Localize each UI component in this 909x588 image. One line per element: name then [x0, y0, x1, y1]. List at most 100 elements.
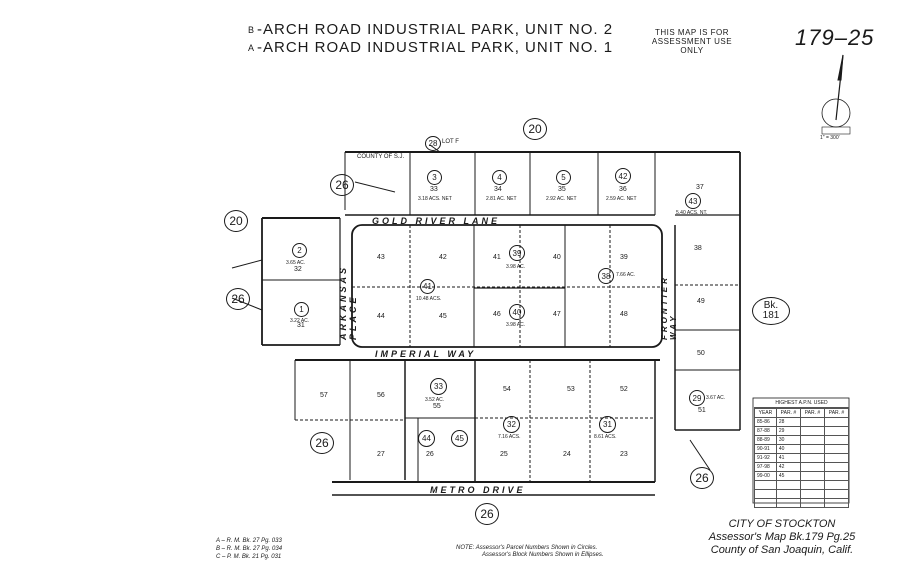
assessment-note-line2: ASSESSMENT USE ONLY — [651, 37, 733, 55]
apn-50: 50 — [697, 350, 705, 357]
block-circle-bottom-right: 26 — [690, 467, 714, 489]
cell — [799, 498, 825, 508]
cell — [823, 435, 850, 445]
apn-54: 54 — [503, 386, 511, 393]
apn-48: 48 — [620, 311, 628, 318]
cell — [754, 498, 777, 508]
street-metro-drive: METRO DRIVE — [430, 485, 526, 495]
parcel-circle-39: 39 — [509, 245, 525, 261]
apn-table-title: HIGHEST A.P.N. USED — [754, 399, 849, 408]
note-line2: Assessor's Block Numbers Shown in Ellips… — [482, 552, 604, 558]
parcel-3-area: 3.18 ACS. NET — [418, 196, 452, 202]
cell: 88-89 — [754, 435, 777, 445]
county-label: COUNTY OF S.J. — [357, 154, 405, 160]
apn-52: 52 — [620, 386, 628, 393]
title-a-text: -ARCH ROAD INDUSTRIAL PARK, UNIT NO. 1 — [257, 39, 614, 56]
parcel-43-apn: 37 — [696, 184, 704, 191]
parcel-29-area: 3.67 AC. — [706, 395, 726, 401]
block-circle-top: 20 — [523, 118, 547, 140]
map-note: NOTE: Assessor's Parcel Numbers Shown in… — [456, 545, 604, 559]
cell: 91-92 — [754, 453, 777, 463]
parcel-40-area: 3.98 AC. — [506, 322, 526, 328]
apn-col-year: YEAR — [754, 408, 777, 418]
cell — [799, 471, 825, 481]
subdivision-title-a: A-ARCH ROAD INDUSTRIAL PARK, UNIT NO. 1 — [248, 39, 613, 56]
cell: 45 — [775, 471, 801, 481]
parcel-38-area: 7.66 AC. — [616, 272, 636, 278]
reference-b: B – R. M. Bk. 27 Pg. 034 — [216, 546, 283, 552]
cell: 90-91 — [754, 444, 777, 454]
cell — [823, 480, 850, 490]
assessor-map-ref: Assessor's Map Bk.179 Pg.25 — [708, 531, 856, 543]
title-b-prefix: B — [248, 25, 256, 36]
cell — [799, 462, 825, 472]
street-arkansas-place: ARKANSAS PLACE — [338, 264, 358, 340]
cell: 87-88 — [754, 426, 777, 436]
title-a-prefix: A — [248, 43, 256, 54]
cell — [799, 417, 825, 427]
parcel-5-area: 2.92 AC. NET — [546, 196, 577, 202]
cell: 42 — [775, 462, 801, 472]
cell — [775, 480, 801, 490]
parcel-4-apn: 34 — [494, 186, 502, 193]
apn-39: 39 — [620, 254, 628, 261]
cell — [823, 489, 850, 499]
county-name: County of San Joaquin, Calif. — [710, 544, 854, 556]
apn-38: 38 — [694, 245, 702, 252]
cell — [799, 426, 825, 436]
street-imperial-way: IMPERIAL WAY — [375, 349, 477, 359]
map-title-block: CITY OF STOCKTON Assessor's Map Bk.179 P… — [682, 518, 882, 557]
apn-col-par1: PAR. # — [775, 408, 801, 418]
note-line1: NOTE: Assessor's Parcel Numbers Shown in… — [456, 545, 598, 551]
parcel-2-apn: 32 — [294, 266, 302, 273]
parcel-1-apn: 31 — [297, 322, 305, 329]
cell: 85-86 — [754, 417, 777, 427]
block-circle-upper-left: 26 — [330, 174, 354, 196]
parcel-42-apn: 36 — [619, 186, 627, 193]
parcel-circle-32: 32 — [503, 416, 520, 433]
parcel-circle-3: 3 — [427, 170, 442, 185]
parcel-2-area: 3.65 AC. — [286, 260, 306, 266]
apn-23: 23 — [620, 451, 628, 458]
parcel-circle-2: 2 — [292, 243, 307, 258]
block-circle-bottom: 26 — [475, 503, 499, 525]
block-circle-bottom-left: 26 — [310, 432, 334, 454]
cell — [799, 444, 825, 454]
cell — [799, 453, 825, 463]
parcel-circle-38: 38 — [598, 268, 614, 284]
parcel-33-area: 3.52 AC. — [425, 397, 445, 403]
block-circle-left: 26 — [226, 288, 250, 310]
block-circle-left-top: 20 — [224, 210, 248, 232]
parcel-circle-44: 44 — [418, 430, 435, 447]
parcel-circle-33: 33 — [430, 378, 447, 395]
cell — [823, 498, 850, 508]
parcel-circle-42: 42 — [615, 168, 631, 184]
apn-43: 43 — [377, 254, 385, 261]
title-b-text: -ARCH ROAD INDUSTRIAL PARK, UNIT NO. 2 — [257, 21, 614, 38]
cell — [823, 462, 850, 472]
cell — [799, 480, 825, 490]
apn-25: 25 — [500, 451, 508, 458]
map-number: 179–25 — [795, 25, 875, 50]
apn-used-table: HIGHEST A.P.N. USED YEAR PAR. # PAR. # P… — [754, 399, 850, 508]
parcel-circle-31: 31 — [599, 416, 616, 433]
apn-44: 44 — [377, 313, 385, 320]
cell: 30 — [775, 435, 801, 445]
apn-col-par3: PAR. # — [823, 408, 850, 418]
cell: 28 — [775, 417, 801, 427]
book-ref-line2: 181 — [762, 310, 780, 321]
apn-40: 40 — [553, 254, 561, 261]
map-references: A – R. M. Bk. 27 Pg. 033 B – R. M. Bk. 2… — [216, 537, 282, 561]
apn-45: 45 — [439, 313, 447, 320]
apn-53: 53 — [567, 386, 575, 393]
apn-49: 49 — [697, 298, 705, 305]
parcel-circle-29: 29 — [689, 390, 705, 406]
table-row — [754, 480, 850, 490]
cell: 97-98 — [754, 462, 777, 472]
apn-47: 47 — [553, 311, 561, 318]
